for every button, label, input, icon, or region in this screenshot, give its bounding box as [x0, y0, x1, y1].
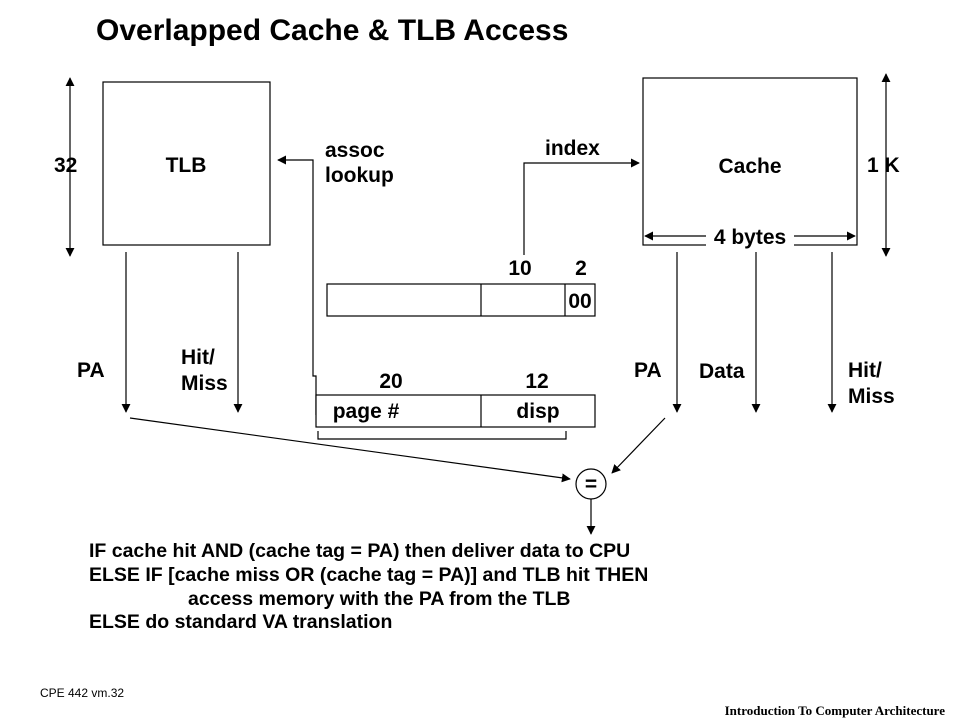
cache-size-label: 1 K	[867, 154, 900, 177]
index-arrow	[523, 158, 640, 255]
footer-course: CPE 442 vm.32	[40, 686, 124, 700]
tlb-hit-miss-label-1: Hit/	[181, 346, 215, 369]
offset-bits-label: 2	[575, 257, 587, 280]
page-number-field: page #	[333, 400, 400, 423]
footer-course-title: Introduction To Computer Architecture	[725, 703, 946, 718]
virtual-address-register	[315, 394, 596, 428]
cache-hit-miss-label-2: Miss	[848, 385, 895, 408]
index-bits-label: 10	[508, 257, 531, 280]
cache-box	[642, 77, 858, 246]
cache-hit-miss-label-1: Hit/	[848, 359, 882, 382]
offset-value: 00	[568, 290, 591, 313]
tlb-hit-miss-label-2: Miss	[181, 372, 228, 395]
page-bits-label: 20	[379, 370, 402, 393]
cache-address-register	[326, 283, 596, 317]
logic-line-1: IF cache hit AND (cache tag = PA) then d…	[89, 540, 630, 562]
cache-width-label: 4 bytes	[714, 226, 786, 249]
tlb-pa-to-comparator	[129, 417, 571, 483]
comparator-symbol: =	[585, 473, 597, 496]
tlb-size-label: 32	[54, 154, 77, 177]
tlb-label: TLB	[166, 154, 207, 177]
cache-pa-label: PA	[634, 359, 662, 382]
page-title: Overlapped Cache & TLB Access	[96, 14, 568, 47]
tlb-pa-label: PA	[77, 359, 105, 382]
cache-data-label: Data	[699, 360, 745, 383]
assoc-lookup-label-1: assoc	[325, 139, 385, 162]
disp-bits-label: 12	[525, 370, 548, 393]
assoc-lookup-arrow	[277, 155, 317, 415]
cache-pa-to-comparator	[611, 417, 666, 474]
address-bracket	[317, 431, 567, 440]
tlb-box	[102, 81, 271, 246]
logic-line-4: ELSE do standard VA translation	[89, 611, 392, 633]
cache-label: Cache	[718, 155, 781, 178]
cache-width-label-bg	[706, 226, 794, 248]
logic-line-2: ELSE IF [cache miss OR (cache tag = PA)]…	[89, 564, 648, 586]
disp-field: disp	[516, 400, 559, 423]
logic-line-3: access memory with the PA from the TLB	[188, 588, 571, 610]
index-label: index	[545, 137, 600, 160]
assoc-lookup-label-2: lookup	[325, 164, 394, 187]
